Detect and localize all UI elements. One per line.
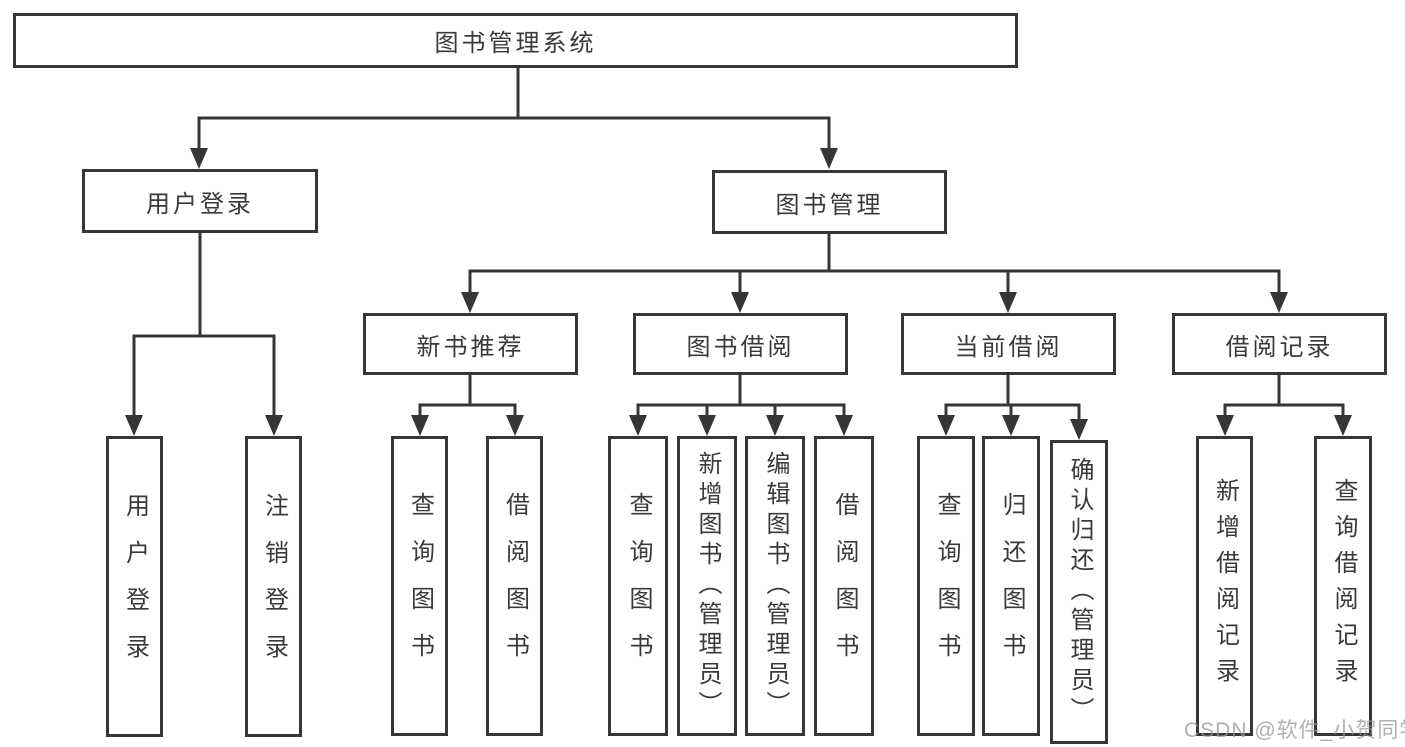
edge-borrow-records-to-leaves xyxy=(1216,373,1352,436)
leaf-user-login-label: 用户登录 xyxy=(121,492,149,681)
node-current-borrow-label: 当前借阅 xyxy=(954,333,1063,361)
leaf-user-login: 用户登录 xyxy=(106,436,163,737)
node-user-login-label: 用户登录 xyxy=(146,190,254,218)
leaf-records-query-label: 查询借阅记录 xyxy=(1330,478,1357,694)
leaf-borrow-book: 借阅图书 xyxy=(814,436,874,736)
leaf-borrow-query-label: 查询图书 xyxy=(625,492,652,680)
node-root: 图书管理系统 xyxy=(13,13,1018,68)
node-book-mgmt: 图书管理 xyxy=(712,170,947,234)
node-root-label: 图书管理系统 xyxy=(434,30,597,57)
leaf-current-confirm-admin: 确认归还（管理员） xyxy=(1050,440,1108,744)
node-borrow-records-label: 借阅记录 xyxy=(1225,333,1334,361)
edge-book-borrow-to-leaves xyxy=(629,373,853,436)
leaf-newbook-borrow-label: 借阅图书 xyxy=(501,492,529,680)
node-book-borrow-label: 图书借阅 xyxy=(686,333,795,361)
node-new-book-label: 新书推荐 xyxy=(416,333,525,361)
leaf-records-add-label: 新增借阅记录 xyxy=(1211,478,1239,694)
node-book-mgmt-label: 图书管理 xyxy=(775,191,884,219)
leaf-current-return-label: 归还图书 xyxy=(998,492,1025,680)
leaf-borrow-book-label: 借阅图书 xyxy=(831,492,858,680)
leaf-newbook-query: 查询图书 xyxy=(391,436,448,736)
leaf-logout-label: 注销登录 xyxy=(260,492,288,681)
leaf-newbook-borrow: 借阅图书 xyxy=(486,436,543,736)
leaf-records-add: 新增借阅记录 xyxy=(1196,436,1253,736)
edge-new-book-to-leaves xyxy=(411,373,524,436)
edge-root-to-level2 xyxy=(190,66,838,169)
leaf-newbook-query-label: 查询图书 xyxy=(406,492,434,680)
node-borrow-records: 借阅记录 xyxy=(1172,313,1387,375)
leaf-logout: 注销登录 xyxy=(245,436,302,737)
leaf-borrow-edit-admin-label: 编辑图书（管理员） xyxy=(762,451,789,721)
node-user-login: 用户登录 xyxy=(82,169,318,233)
leaf-current-return: 归还图书 xyxy=(982,436,1040,736)
csdn-watermark: CSDN @软件_小贺同学 xyxy=(1184,719,1405,742)
leaf-borrow-edit-admin: 编辑图书（管理员） xyxy=(745,436,805,736)
leaf-borrow-add-admin-label: 新增图书（管理员） xyxy=(694,451,721,721)
leaf-borrow-query: 查询图书 xyxy=(608,436,668,736)
node-current-borrow: 当前借阅 xyxy=(901,313,1116,375)
leaf-current-confirm-admin-label: 确认归还（管理员） xyxy=(1066,457,1093,727)
node-new-book: 新书推荐 xyxy=(363,313,578,375)
edge-book-mgmt-to-level3 xyxy=(461,232,1288,313)
leaf-current-query: 查询图书 xyxy=(917,436,975,736)
edge-current-borrow-to-leaves xyxy=(937,373,1088,440)
edge-user-login-to-leaves xyxy=(125,231,283,436)
leaf-borrow-add-admin: 新增图书（管理员） xyxy=(677,436,737,736)
node-book-borrow: 图书借阅 xyxy=(633,313,848,375)
leaf-records-query: 查询借阅记录 xyxy=(1314,436,1372,736)
leaf-current-query-label: 查询图书 xyxy=(933,492,960,680)
